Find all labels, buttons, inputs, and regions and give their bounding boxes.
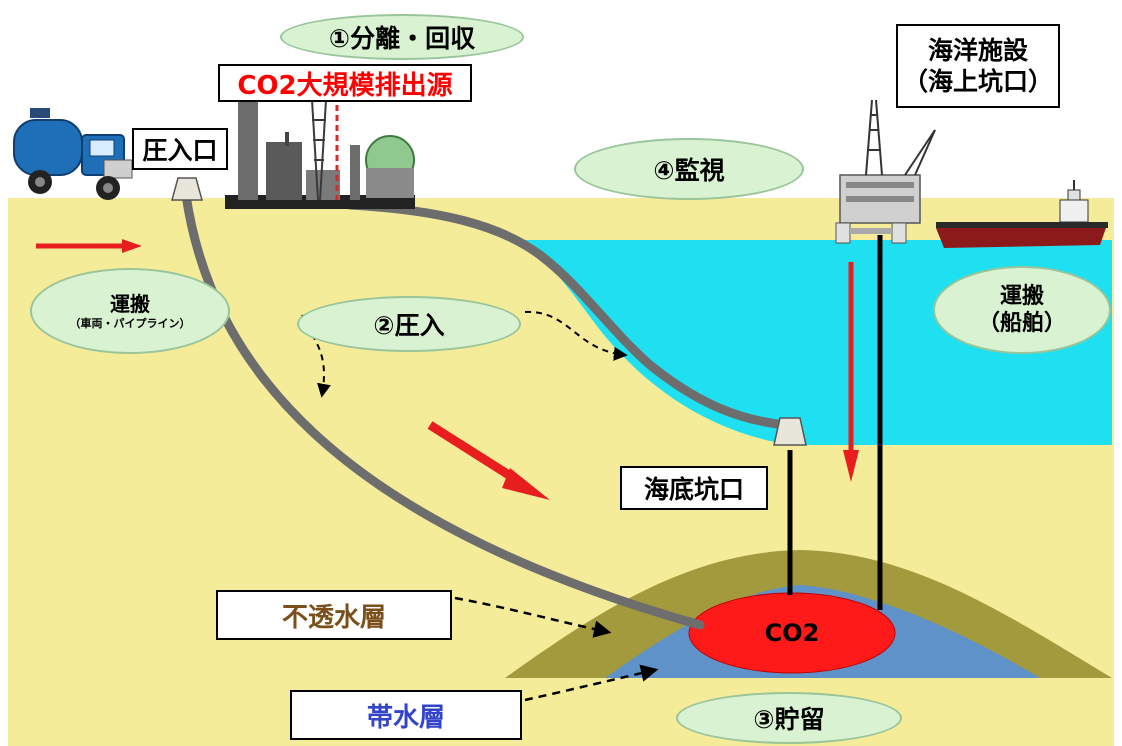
- separation-label: ①分離・回収: [280, 14, 524, 60]
- transport-sea-line2: （船舶）: [977, 311, 1066, 336]
- downward-arrow-icon: [843, 262, 859, 482]
- dashed-arrow-aquifer: [524, 664, 659, 702]
- tank-truck-icon: [13, 108, 133, 200]
- transport-land-label: 運搬 （車両・パイプライン）: [30, 268, 230, 354]
- seabed-wellhead-icon: [773, 417, 807, 446]
- injection-arrow-icon: [427, 421, 550, 500]
- injection-label: ②圧入: [297, 296, 521, 352]
- offshore-platform-icon: [835, 99, 936, 244]
- offshore-facility-line1: 海洋施設: [927, 35, 1028, 65]
- factory-plant-icon: [225, 99, 415, 209]
- offshore-facility-line2: （海上坑口）: [902, 67, 1053, 96]
- transport-sea-line1: 運搬: [999, 283, 1044, 309]
- seabed-wellhead-label: 海底坑口: [620, 466, 768, 510]
- onshore-injection-pipe: [181, 190, 705, 630]
- monitoring-label: ④監視: [574, 138, 804, 200]
- caprock-label: 不透水層: [216, 590, 452, 640]
- seabed-pipeline: [345, 200, 790, 430]
- wellhead-icon: [171, 177, 203, 201]
- transport-land-line1: 運搬: [110, 291, 150, 316]
- transport-sea-label: 運搬 （船舶）: [933, 266, 1111, 354]
- ship-icon: [936, 180, 1108, 248]
- aquifer-label: 帯水層: [290, 690, 522, 740]
- co2-reservoir-label: CO2: [764, 619, 820, 647]
- dashed-arrow-down: [301, 314, 331, 398]
- storage-label: ③貯留: [676, 692, 902, 744]
- injection-well-label: 圧入口: [132, 128, 228, 170]
- dashed-arrow-caprock: [454, 596, 612, 638]
- transport-land-line2: （車両・パイプライン）: [69, 316, 191, 330]
- offshore-facility-label: 海洋施設 （海上坑口）: [896, 24, 1060, 108]
- dashed-arrow-right: [524, 310, 628, 361]
- emission-source-label: CO2大規模排出源: [218, 64, 472, 102]
- transport-arrow-icon: [36, 239, 142, 253]
